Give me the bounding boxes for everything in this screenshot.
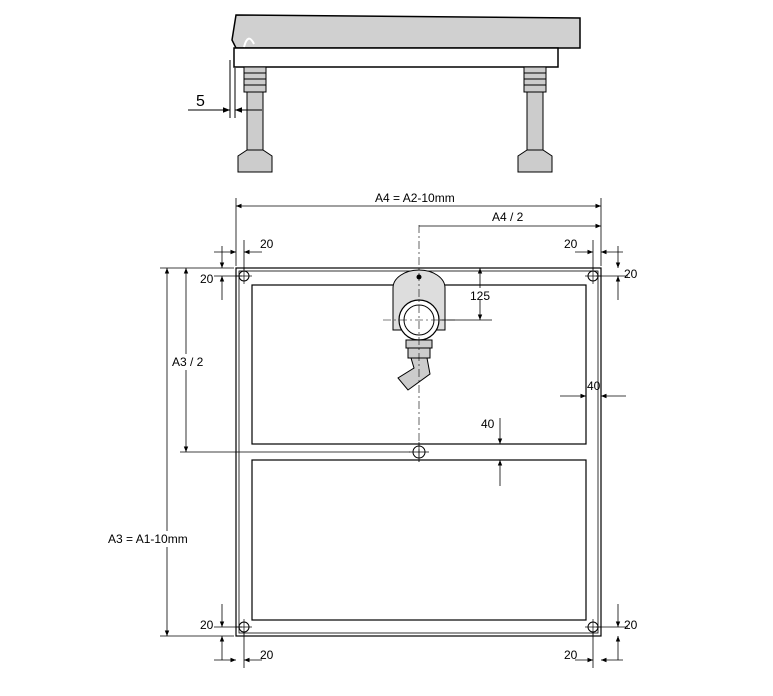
corner-tr-x-label: 20 bbox=[564, 237, 578, 251]
height-label: A3 = A1-10mm bbox=[108, 532, 188, 546]
corner-dims-bottom-right: 20 20 bbox=[564, 604, 638, 668]
width-label: A4 = A2-10mm bbox=[375, 191, 455, 205]
corner-bl-y-label: 20 bbox=[200, 618, 214, 632]
panel-gap-label: 40 bbox=[481, 417, 495, 431]
right-margin-dimension: 40 bbox=[560, 379, 626, 404]
half-width-label: A4 / 2 bbox=[492, 210, 524, 224]
corner-dims-top-left: 20 20 bbox=[200, 237, 274, 300]
drain-offset-label: 125 bbox=[470, 289, 490, 303]
half-height-label: A3 / 2 bbox=[172, 355, 204, 369]
tray-frame bbox=[233, 47, 559, 68]
drain-assembly bbox=[383, 269, 455, 391]
lower-panel bbox=[251, 459, 587, 621]
offset-label: 5 bbox=[196, 93, 205, 110]
corner-tl-y-label: 20 bbox=[200, 272, 214, 286]
corner-dims-top-right: 20 20 bbox=[564, 237, 638, 300]
half-height-dimension: A3 / 2 bbox=[170, 268, 410, 453]
corner-br-y-label: 20 bbox=[624, 618, 638, 632]
plan-view: A4 = A2-10mm A4 / 2 A3 = A1-10mm A3 / 2 bbox=[106, 191, 638, 668]
offset-dimension: 5 bbox=[188, 60, 262, 118]
width-dimension: A4 = A2-10mm bbox=[235, 191, 602, 266]
height-dimension: A3 = A1-10mm bbox=[106, 267, 234, 637]
tray-slab bbox=[231, 14, 581, 49]
drain-offset-dimension: 125 bbox=[425, 267, 492, 321]
right-leg bbox=[517, 66, 553, 173]
side-view: 5 bbox=[188, 14, 581, 173]
left-leg bbox=[237, 66, 273, 173]
corner-bl-x-label: 20 bbox=[260, 648, 274, 662]
right-margin-label: 40 bbox=[587, 379, 601, 393]
corner-dims-bottom-left: 20 20 bbox=[200, 604, 274, 668]
corner-br-x-label: 20 bbox=[564, 648, 578, 662]
panel-gap-dimension: 40 bbox=[481, 417, 510, 486]
corner-tr-y-label: 20 bbox=[624, 267, 638, 281]
corner-tl-x-label: 20 bbox=[260, 237, 274, 251]
half-width-dimension: A4 / 2 bbox=[419, 210, 601, 229]
